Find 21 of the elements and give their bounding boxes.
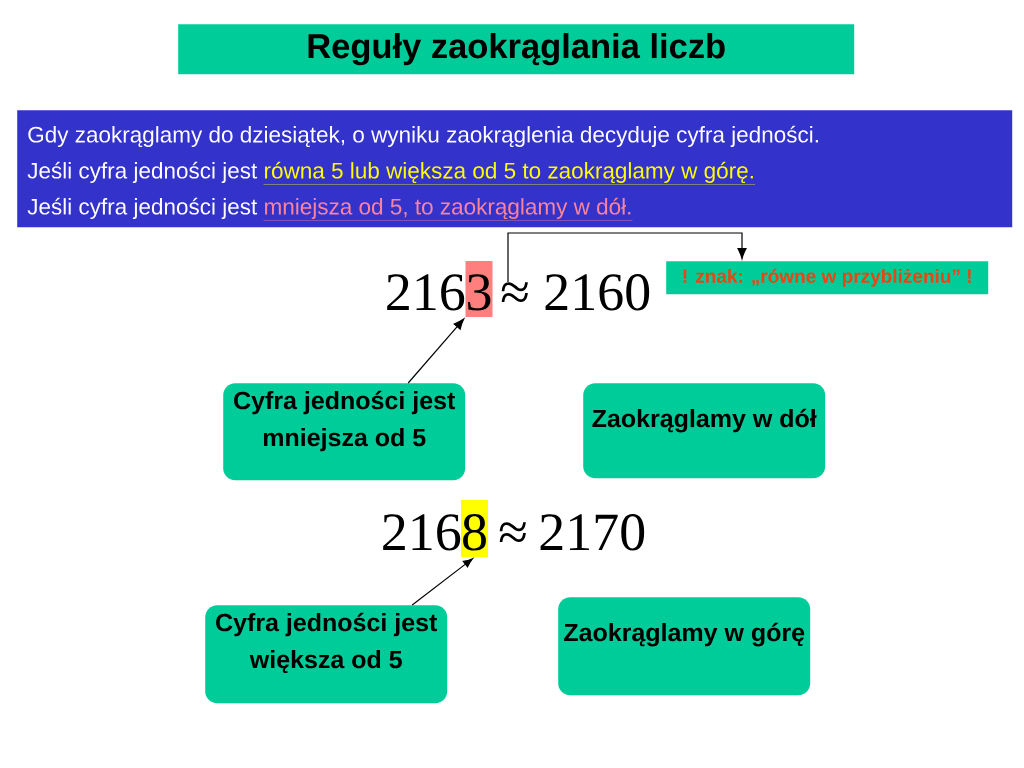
rounded-box: Cyfra jedności jest większa od 5 (205, 605, 448, 704)
highlighted-digit: 8 (461, 500, 488, 557)
arrow (407, 318, 465, 384)
approximately-equal-sign: ≈ (499, 522, 526, 543)
instruction-line: Gdy zaokrąglamy do dziesiątek, o wyniku zaokrąglenia decyduje cyfra jedności. (28, 125, 818, 148)
instruction-line: Jeśli cyfra jedności jest mniejsza od 5, to zaokrąglamy w dół. (27, 197, 633, 221)
elbow-arrow (507, 232, 747, 283)
approximately-equal-sign: ≈ (501, 282, 528, 303)
number: 2170 (540, 514, 645, 551)
number: 216 (383, 514, 461, 551)
rounded-box: Zaokrąglamy w dół (583, 383, 826, 479)
rounded-box: Cyfra jedności jest mniejsza od 5 (223, 383, 466, 481)
title-band: Reguły zaokrąglania liczb (178, 24, 855, 75)
number: 216 (387, 274, 465, 311)
arrow (411, 558, 474, 606)
note-box: ! znak: „równe w przybliżeniu” ! (666, 261, 989, 295)
rounded-box: Zaokrąglamy w górę (558, 597, 811, 696)
instruction-panel (17, 110, 1013, 228)
number: 2160 (545, 274, 650, 311)
instruction-line: Jeśli cyfra jedności jest równa 5 lub większa od 5 to zaokrąglamy w górę. (27, 161, 756, 185)
highlighted-digit: 3 (465, 261, 493, 317)
